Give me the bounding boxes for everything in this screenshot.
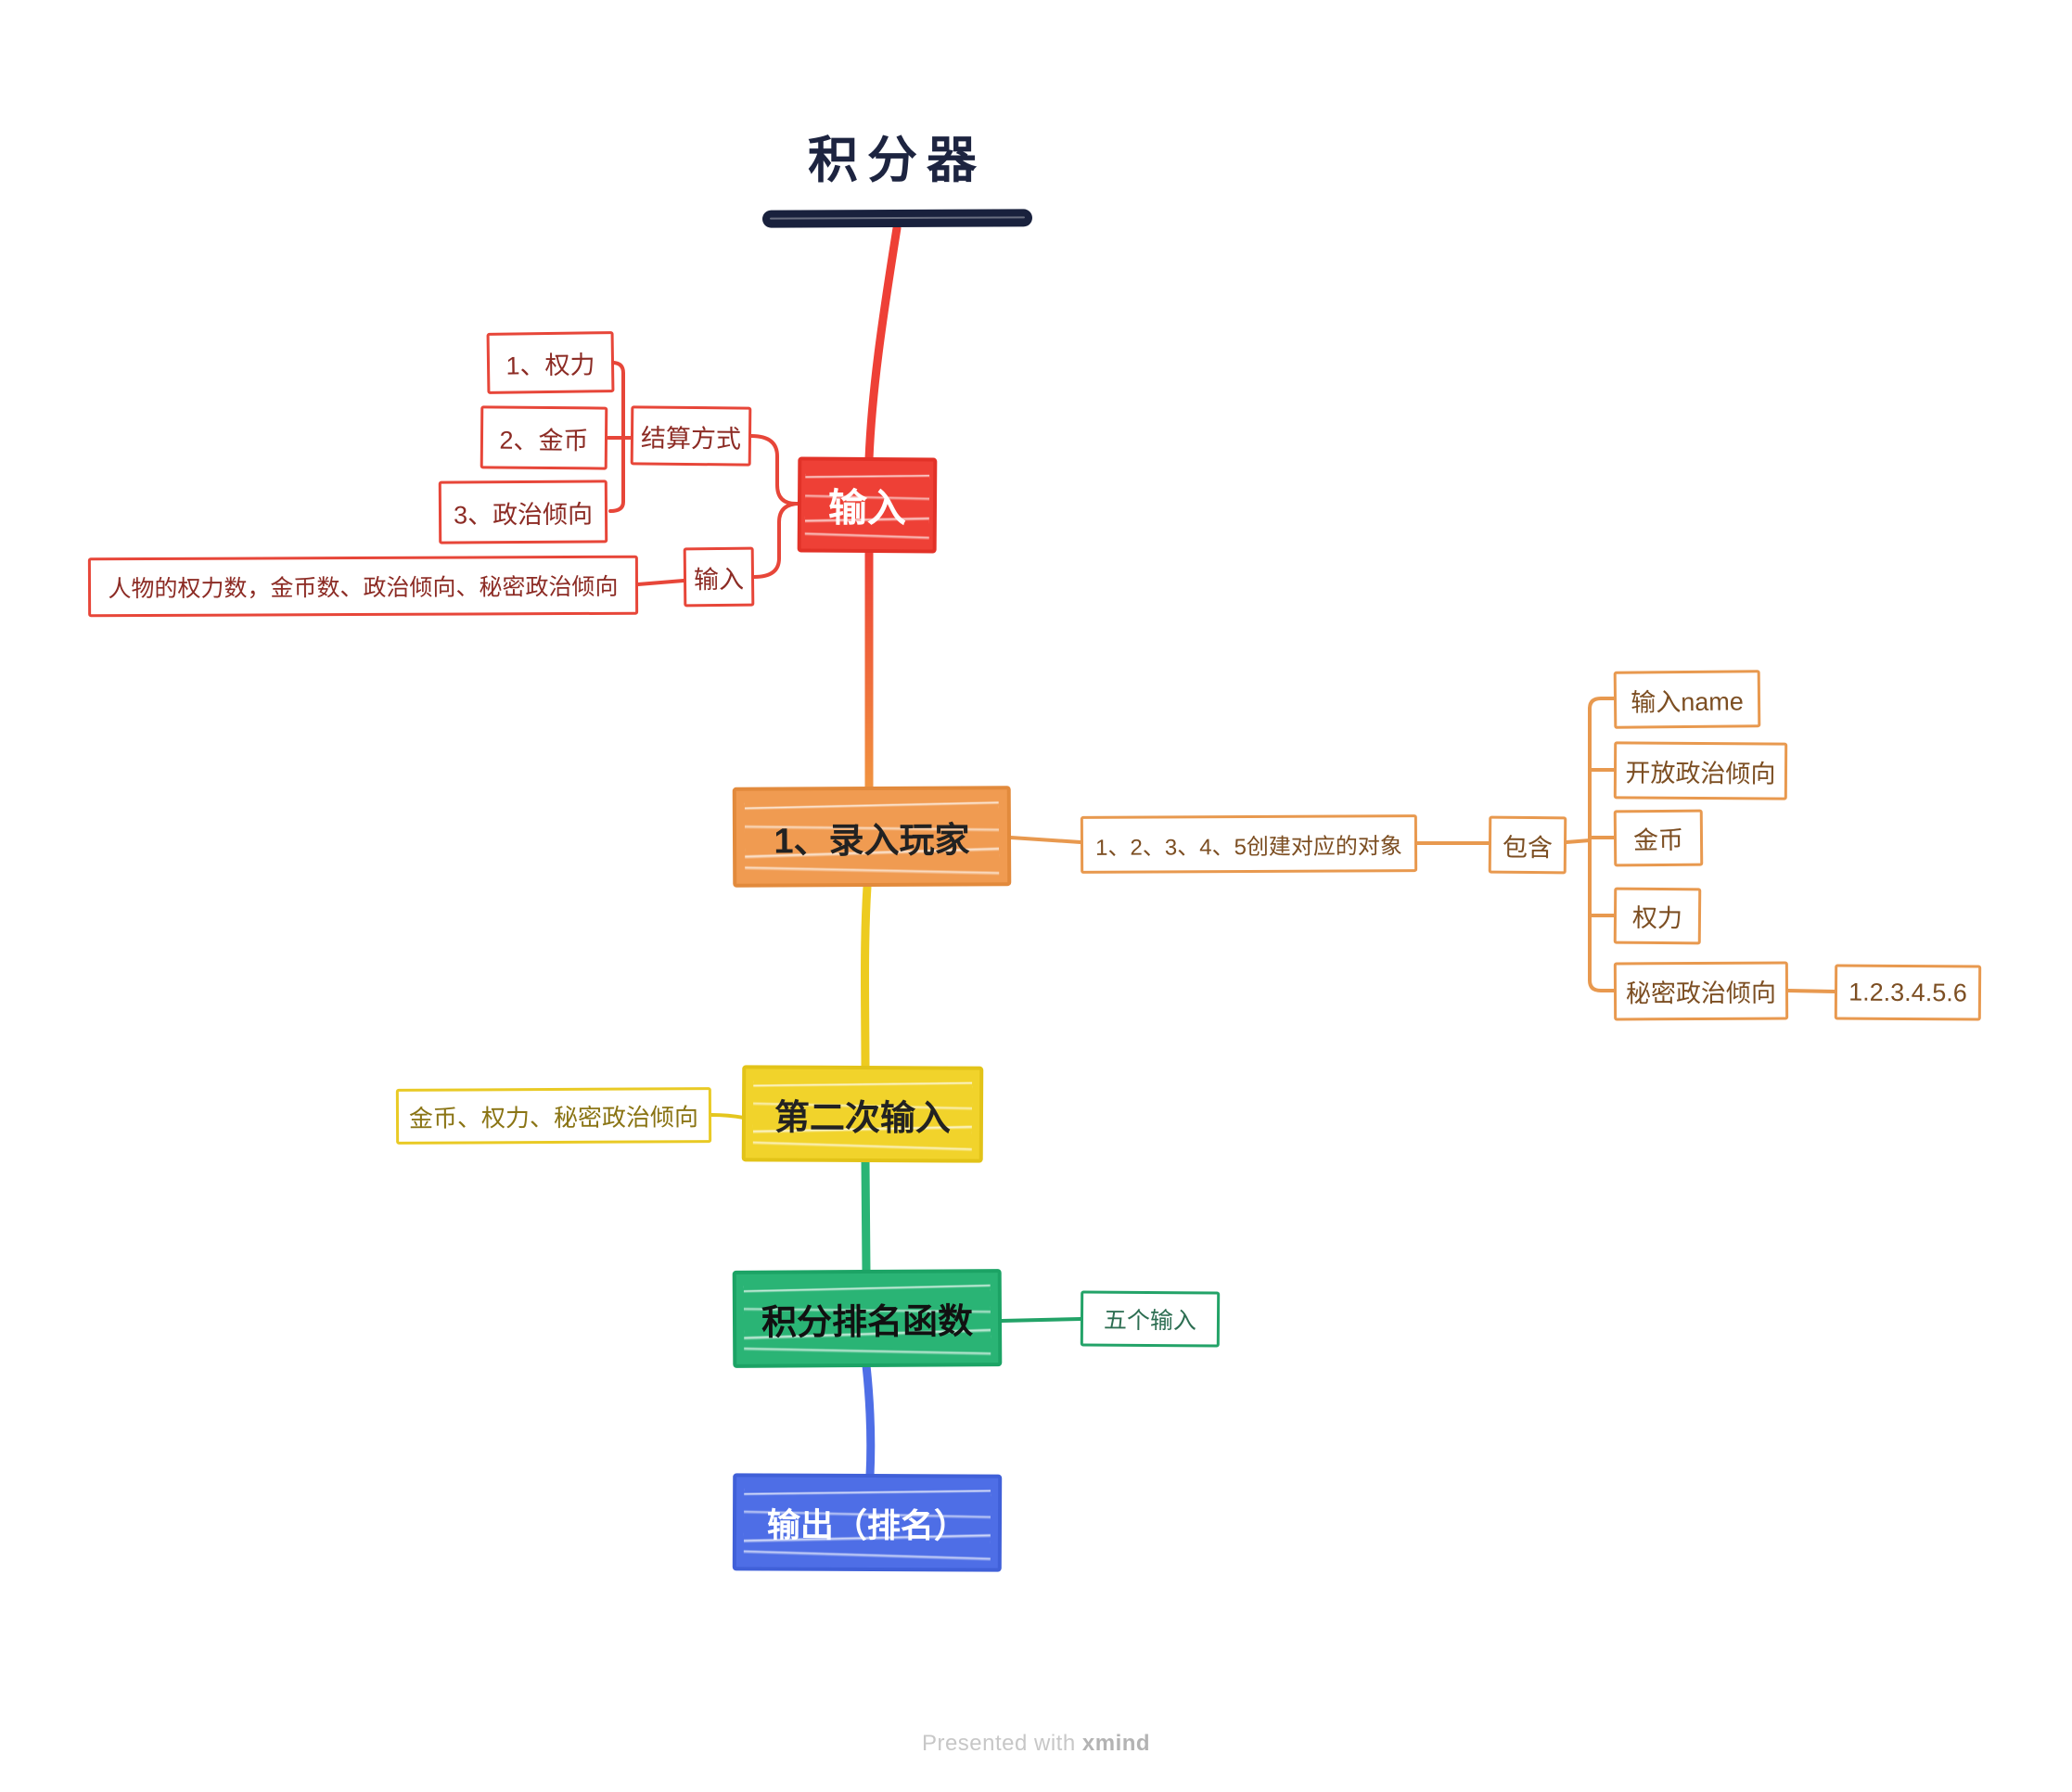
node-record-players-label: 1、录入玩家 (774, 820, 970, 862)
node-item-political[interactable]: 3、政治倾向 (438, 480, 608, 544)
node-five-inputs[interactable]: 五个输入 (1080, 1290, 1221, 1348)
bracket-up (1588, 697, 1616, 842)
bracket-down (1588, 838, 1616, 992)
footer-credit: Presented with xmind (897, 1731, 1175, 1757)
green-detail-connector (1000, 1317, 1082, 1323)
orange-main-connector (1009, 836, 1082, 844)
node-output-label: 输出（排名） (766, 1505, 968, 1544)
node-input-label: 输入 (827, 485, 907, 531)
orange-values-connector (1786, 989, 1836, 993)
bracket-feed (1565, 838, 1592, 844)
yellow-detail-connector (710, 1113, 746, 1120)
central-topic-underline (761, 209, 1033, 228)
node-field-power[interactable]: 权力 (1613, 887, 1702, 945)
node-field-input-name[interactable]: 输入name (1613, 670, 1761, 729)
red-items-bracket (607, 361, 633, 513)
node-input-sub[interactable]: 输入 (683, 546, 755, 608)
red-detail-connector (636, 579, 685, 586)
node-score-ranking[interactable]: 积分排名函数 (732, 1269, 1003, 1368)
node-field-secret-political[interactable]: 秘密政治倾向 (1613, 961, 1789, 1021)
node-score-ranking-label: 积分排名函数 (761, 1302, 974, 1343)
node-settlement-method[interactable]: 结算方式 (630, 405, 752, 467)
spine-segment-red (864, 224, 902, 464)
node-second-input-detail[interactable]: 金币、权力、秘密政治倾向 (395, 1087, 712, 1145)
spine-segment-blue (862, 1361, 876, 1480)
node-record-players[interactable]: 1、录入玩家 (732, 786, 1012, 888)
node-create-objects[interactable]: 1、2、3、4、5创建对应的对象 (1080, 814, 1418, 874)
node-field-values[interactable]: 1.2.3.4.5.6 (1834, 964, 1982, 1021)
spine-segment-yellow (861, 882, 872, 1072)
red-input-connector (752, 502, 801, 579)
node-second-input-label: 第二次输入 (774, 1098, 952, 1138)
node-output[interactable]: 输出（排名） (732, 1473, 1003, 1572)
node-contains[interactable]: 包含 (1488, 815, 1567, 875)
node-second-input[interactable]: 第二次输入 (741, 1065, 984, 1163)
orange-fields-bracket (1565, 697, 1616, 992)
node-input[interactable]: 输入 (797, 456, 938, 554)
xmind-brand: xmind (1081, 1731, 1151, 1756)
node-item-gold[interactable]: 2、金币 (480, 405, 608, 470)
node-input-detail[interactable]: 人物的权力数，金币数、政治倾向、秘密政治倾向 (87, 555, 639, 618)
node-field-open-political[interactable]: 开放政治倾向 (1613, 741, 1788, 800)
red-settle-connector (749, 434, 801, 506)
central-topic-title[interactable]: 积分器 (808, 133, 986, 188)
footer-prefix: Presented with (921, 1731, 1076, 1756)
node-field-gold[interactable]: 金币 (1613, 809, 1704, 867)
node-item-power[interactable]: 1、权力 (486, 331, 615, 394)
spine-segment-green (861, 1156, 871, 1276)
